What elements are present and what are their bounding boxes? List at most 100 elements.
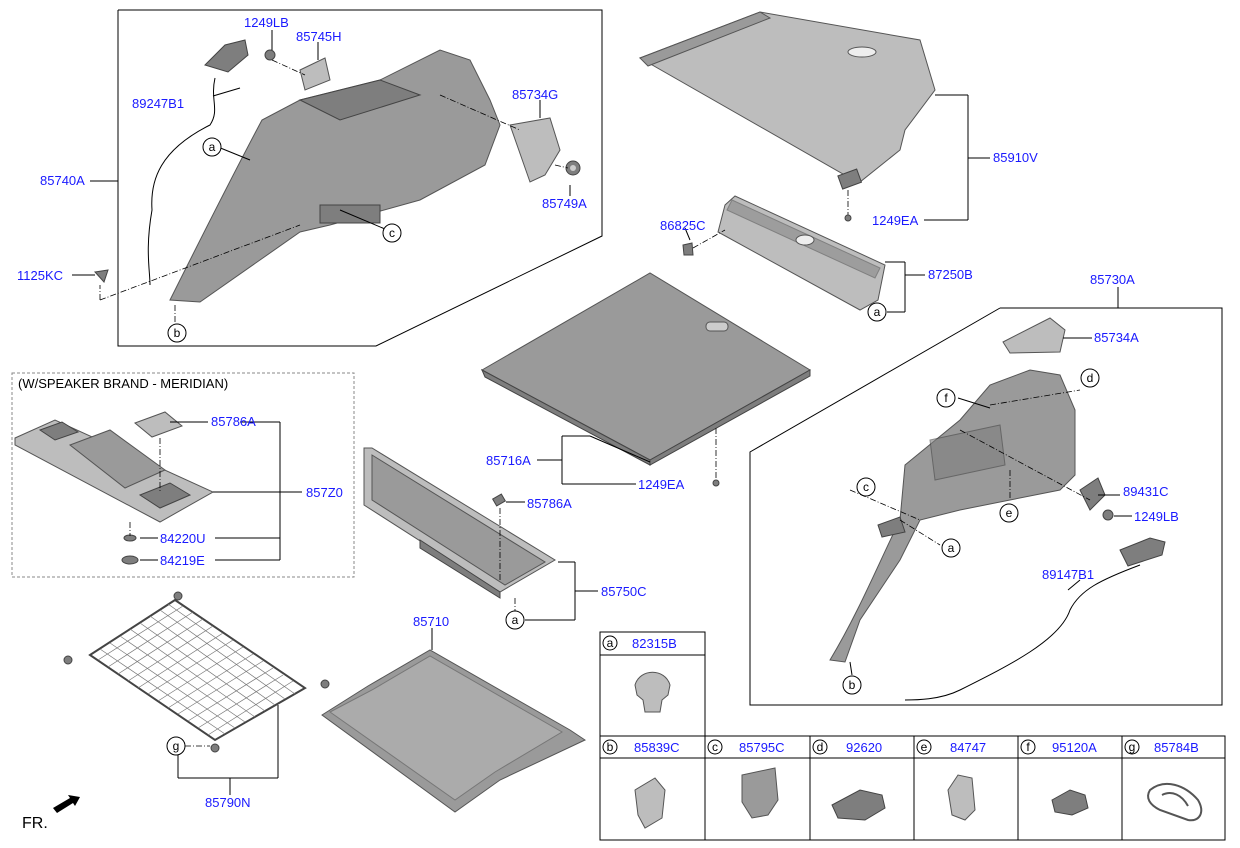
quarter-trim-panel-right <box>829 369 1076 663</box>
svg-text:85839C: 85839C <box>634 740 680 755</box>
legend-header-f: f 95120A <box>1020 739 1097 755</box>
label-85750C: 85750C <box>601 584 647 599</box>
svg-text:c: c <box>863 480 869 494</box>
legend-header-b: b 85839C <box>602 739 680 755</box>
luggage-mat <box>321 628 587 813</box>
svg-text:92620: 92620 <box>846 740 882 755</box>
legend-header-a: a 82315B <box>602 635 677 651</box>
speaker-group <box>11 372 355 578</box>
group-85730A <box>749 287 1223 706</box>
svg-text:b: b <box>849 678 856 692</box>
label-85730A: 85730A <box>1090 272 1135 287</box>
handle-89247B1 <box>204 39 249 73</box>
handle-89431C <box>1079 477 1106 511</box>
label-85745H: 85745H <box>296 29 342 44</box>
label-85790N: 85790N <box>205 795 251 810</box>
svg-text:c: c <box>389 226 395 240</box>
svg-text:d: d <box>817 740 824 754</box>
callout-f-right: f <box>936 388 956 408</box>
callout-g-net: g <box>166 736 186 756</box>
bolt-1125KC <box>94 269 109 283</box>
callout-e-right: e <box>999 503 1019 523</box>
svg-text:85795C: 85795C <box>739 740 785 755</box>
svg-text:84747: 84747 <box>950 740 986 755</box>
legend-header-d: d 92620 <box>812 739 882 755</box>
svg-text:85784B: 85784B <box>1154 740 1199 755</box>
svg-text:g: g <box>173 739 180 753</box>
cover-85734A <box>1002 317 1066 354</box>
label-89431C: 89431C <box>1123 484 1169 499</box>
speaker-note: (W/SPEAKER BRAND - MERIDIAN) <box>18 376 228 391</box>
legend-header-e: e 84747 <box>916 739 986 755</box>
svg-text:a: a <box>512 613 519 627</box>
svg-text:a: a <box>209 140 216 154</box>
label-86825C: 86825C <box>660 218 706 233</box>
clip-92620-icon <box>831 789 886 821</box>
callout-b-top: b <box>167 323 187 343</box>
clip-85839C-icon <box>634 777 666 829</box>
svg-text:95120A: 95120A <box>1052 740 1097 755</box>
svg-text:a: a <box>607 636 614 650</box>
clip-86825C <box>682 242 694 256</box>
svg-text:e: e <box>1006 506 1013 520</box>
label-87250B: 87250B <box>928 267 973 282</box>
scuff-plate <box>682 195 925 313</box>
label-84219E: 84219E <box>160 553 205 568</box>
label-857Z0: 857Z0 <box>306 485 343 500</box>
legend-header-g: g 85784B <box>1124 739 1199 755</box>
label-1249LB-right: 1249LB <box>1134 509 1179 524</box>
label-84220U: 84220U <box>160 531 206 546</box>
label-85716A: 85716A <box>486 453 531 468</box>
callout-a-scuff: a <box>867 302 887 322</box>
callout-a-right: a <box>941 538 961 558</box>
label-1249EA-mid: 1249EA <box>638 477 685 492</box>
svg-text:c: c <box>712 740 718 754</box>
cover-85734G <box>509 117 561 183</box>
storage-tray <box>363 447 598 621</box>
clip-82315B-icon <box>634 671 671 713</box>
svg-text:e: e <box>921 740 928 754</box>
label-85786A-mid: 85786A <box>527 496 572 511</box>
front-label: FR. <box>22 815 48 832</box>
svg-text:b: b <box>607 740 614 754</box>
callout-a-top: a <box>202 137 222 157</box>
group-85740A <box>72 9 603 347</box>
svg-text:a: a <box>874 305 881 319</box>
svg-text:82315B: 82315B <box>632 636 677 651</box>
label-1249EA-top: 1249EA <box>872 213 919 228</box>
label-85910V: 85910V <box>993 150 1038 165</box>
svg-text:d: d <box>1087 371 1094 385</box>
luggage-floor-board <box>480 272 811 487</box>
label-89147B1: 89147B1 <box>1042 567 1094 582</box>
svg-text:f: f <box>944 391 948 405</box>
label-85734G: 85734G <box>512 87 558 102</box>
speaker-cover-85786A <box>134 411 183 438</box>
label-85749A: 85749A <box>542 196 587 211</box>
svg-text:b: b <box>174 326 181 340</box>
label-85734A: 85734A <box>1094 330 1139 345</box>
front-arrow-icon <box>53 795 80 813</box>
label-89247B1: 89247B1 <box>132 96 184 111</box>
handle-85795C-icon <box>741 767 779 819</box>
svg-text:g: g <box>1129 740 1136 754</box>
callout-c-top: c <box>382 223 402 243</box>
callout-a-tray: a <box>505 610 525 630</box>
svg-text:f: f <box>1026 740 1030 754</box>
handle-89147B1 <box>1119 537 1166 567</box>
label-1125KC: 1125KC <box>17 268 63 283</box>
label-1249LB-top: 1249LB <box>244 15 289 30</box>
legend-table <box>599 631 1226 841</box>
callout-b-right: b <box>842 675 862 695</box>
svg-text:a: a <box>948 541 955 555</box>
callout-c-right: c <box>856 477 876 497</box>
hook-85784B-icon <box>1147 782 1203 822</box>
label-85740A: 85740A <box>40 173 85 188</box>
callout-d-right: d <box>1080 368 1100 388</box>
label-85786A-left: 85786A <box>211 414 256 429</box>
clip-84747-icon <box>947 774 976 821</box>
legend-header-c: c 85795C <box>707 739 785 755</box>
tonneau-cover <box>638 11 990 222</box>
plug-95120A-icon <box>1051 789 1089 816</box>
cargo-net <box>63 591 330 795</box>
